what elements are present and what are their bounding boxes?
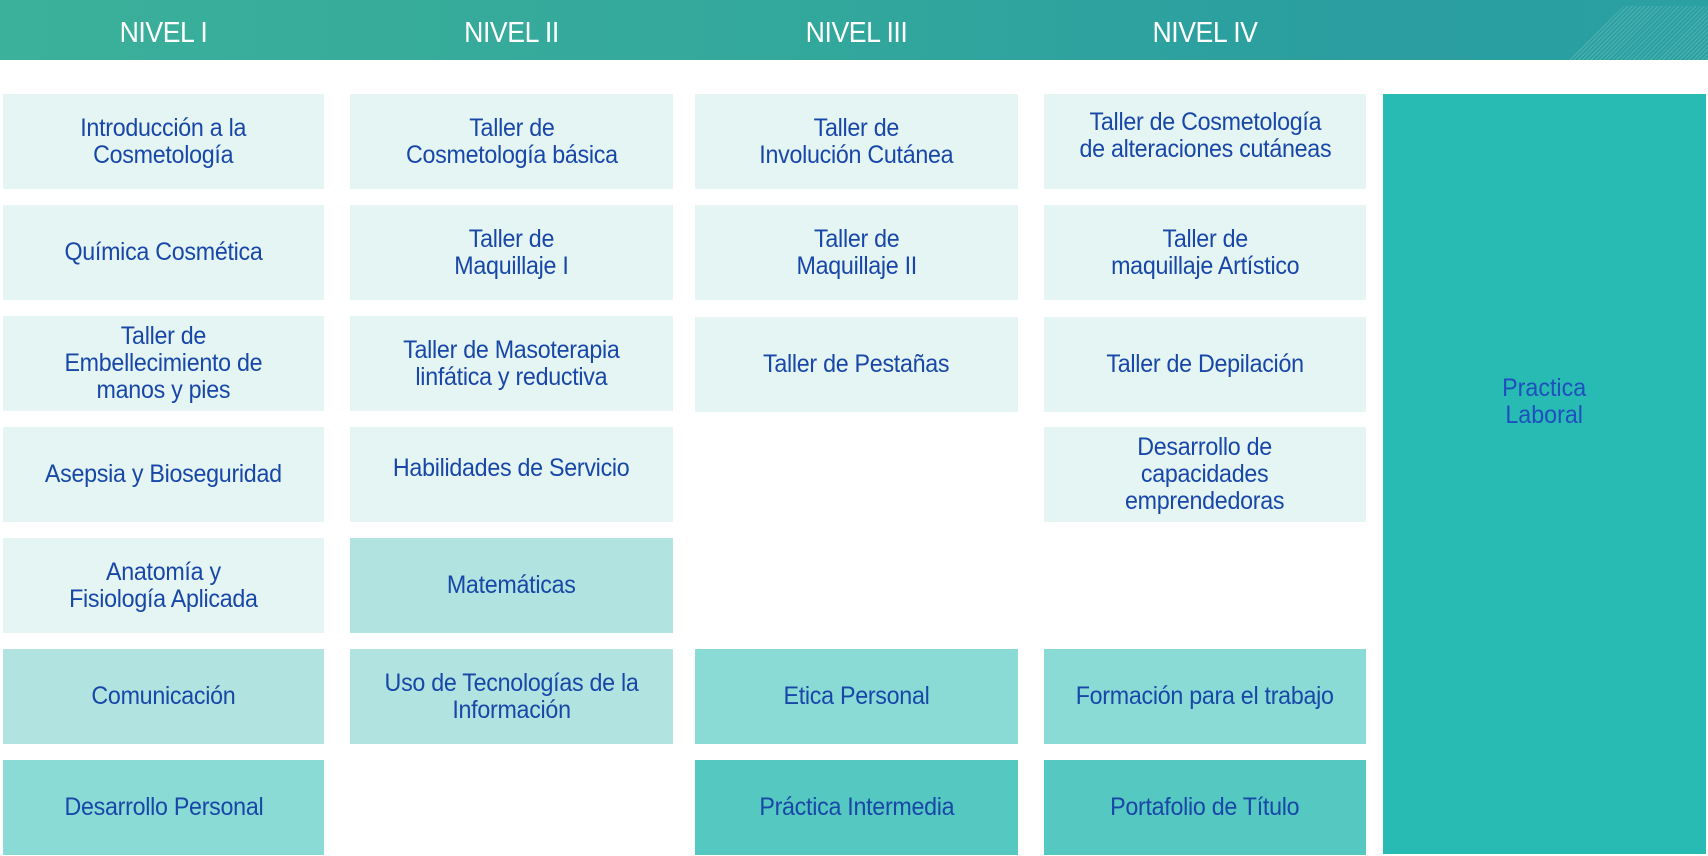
course-tecnologias-informacion: Uso de Tecnologías de la Información xyxy=(350,649,673,744)
course-portafolio-titulo: Portafolio de Título xyxy=(1044,760,1366,855)
course-label: Habilidades de Servicio xyxy=(393,454,630,482)
course-quimica-cosmetica: Química Cosmética xyxy=(3,205,324,300)
level-title-4: NIVEL IV xyxy=(1152,17,1258,49)
course-pestanas: Taller de Pestañas xyxy=(695,317,1018,412)
course-label: Etica Personal xyxy=(783,682,930,710)
course-maquillaje-artistico: Taller de maquillaje Artístico xyxy=(1044,205,1366,300)
course-label: Taller de Maquillaje II xyxy=(796,224,917,280)
course-asepsia-bioseguridad: Asepsia y Bioseguridad xyxy=(3,427,324,522)
course-habilidades-servicio: Habilidades de Servicio xyxy=(350,427,673,522)
course-maquillaje-1: Taller de Maquillaje I xyxy=(350,205,673,300)
course-maquillaje-2: Taller de Maquillaje II xyxy=(695,205,1018,300)
header-decorative-stripe xyxy=(1568,6,1708,60)
course-label: Taller de Involución Cutánea xyxy=(759,113,954,169)
course-label: Taller de Maquillaje I xyxy=(454,224,569,280)
course-alteraciones-cutaneas: Taller de Cosmetología de alteraciones c… xyxy=(1044,94,1366,189)
course-label: Anatomía y Fisiología Aplicada xyxy=(69,557,258,613)
course-label: Taller de Embellecimiento de manos y pie… xyxy=(64,322,263,404)
level-title-3: NIVEL III xyxy=(805,17,908,49)
course-label: Taller de maquillaje Artístico xyxy=(1110,224,1300,280)
course-capacidades-emprendedoras: Desarrollo de capacidades emprendedoras xyxy=(1044,427,1366,522)
course-comunicacion: Comunicación xyxy=(3,649,324,744)
level-title-2: NIVEL II xyxy=(464,17,559,49)
course-label: Desarrollo de capacidades emprendedoras xyxy=(1125,433,1285,515)
course-label: Asepsia y Bioseguridad xyxy=(45,460,282,488)
course-practica-intermedia: Práctica Intermedia xyxy=(695,760,1018,855)
course-etica-personal: Etica Personal xyxy=(695,649,1018,744)
course-label: Matemáticas xyxy=(447,571,576,599)
level-title-1: NIVEL I xyxy=(119,17,208,49)
course-label: Taller de Depilación xyxy=(1106,350,1304,378)
course-embellecimiento-manos-pies: Taller de Embellecimiento de manos y pie… xyxy=(3,316,324,411)
course-label: Taller de Masoterapia linfática y reduct… xyxy=(403,335,620,391)
course-label: Taller de Cosmetología básica xyxy=(405,113,618,169)
levels-header-bar: NIVEL I NIVEL II NIVEL III NIVEL IV xyxy=(0,0,1708,60)
course-label: Introducción a la Cosmetología xyxy=(80,113,247,169)
course-label: Taller de Cosmetología de alteraciones c… xyxy=(1079,107,1331,163)
course-masoterapia: Taller de Masoterapia linfática y reduct… xyxy=(350,316,673,411)
course-label: Uso de Tecnologías de la Información xyxy=(384,668,639,724)
course-label: Desarrollo Personal xyxy=(64,793,263,821)
course-desarrollo-personal: Desarrollo Personal xyxy=(3,760,324,855)
course-formacion-trabajo: Formación para el trabajo xyxy=(1044,649,1366,744)
course-cosmetologia-basica: Taller de Cosmetología básica xyxy=(350,94,673,189)
course-label: Práctica Intermedia xyxy=(758,793,954,821)
course-label: Química Cosmética xyxy=(64,238,263,266)
course-practica-laboral: Practica Laboral xyxy=(1383,94,1706,854)
course-label: Taller de Pestañas xyxy=(763,350,950,378)
course-label: Comunicación xyxy=(91,682,236,710)
course-involucion-cutanea: Taller de Involución Cutánea xyxy=(695,94,1018,189)
course-label: Formación para el trabajo xyxy=(1076,682,1334,710)
course-introduccion-cosmetologia: Introducción a la Cosmetología xyxy=(3,94,324,189)
course-anatomia-fisiologia: Anatomía y Fisiología Aplicada xyxy=(3,538,324,633)
course-matematicas: Matemáticas xyxy=(350,538,673,633)
course-label: Practica Laboral xyxy=(1502,374,1587,429)
course-depilacion: Taller de Depilación xyxy=(1044,317,1366,412)
course-label: Portafolio de Título xyxy=(1110,793,1300,821)
